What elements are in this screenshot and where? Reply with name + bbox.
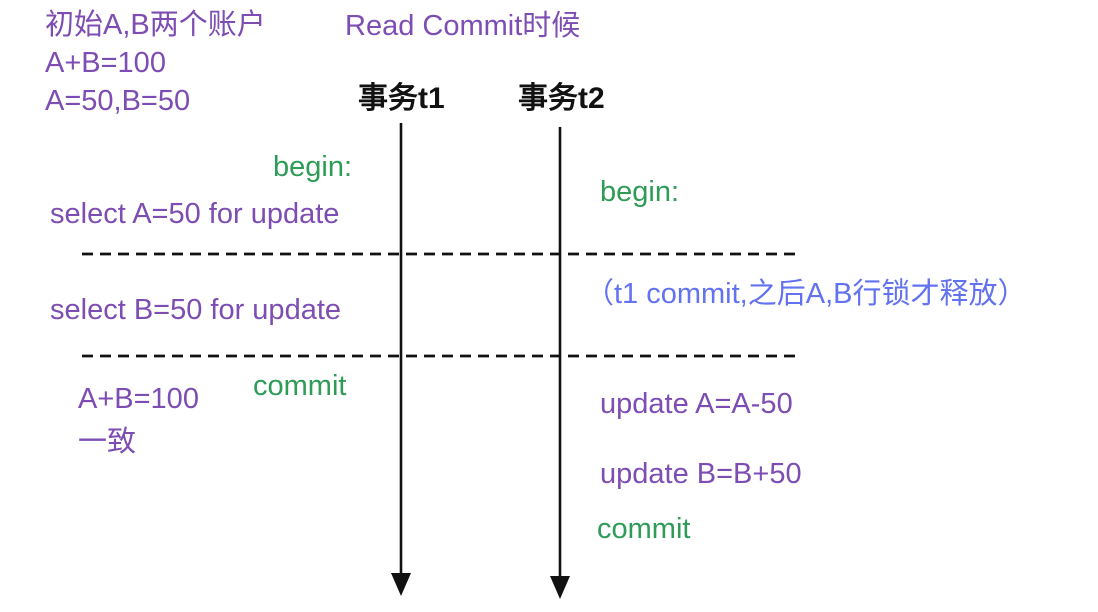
timeline-t2-label: 事务t2 [518,82,605,115]
initial-note-line-3: A=50,B=50 [45,85,191,117]
initial-note-line-2: A+B=100 [45,47,166,79]
isolation-level-title: Read Commit时候 [345,10,581,42]
timeline-t1-label: 事务t1 [358,82,445,115]
t1-result-line-1: A+B=100 [78,383,199,415]
t1-select-a-statement: select A=50 for update [50,198,340,230]
initial-accounts-note: 初始A,B两个账户 A+B=100 A=50,B=50 [45,6,266,120]
t2-begin-statement: begin: [600,176,680,208]
t2-commit-statement: commit [597,513,691,545]
initial-note-line-1: 初始A,B两个账户 [45,9,266,41]
timeline-t2-arrowhead-icon [550,576,570,599]
t1-select-b-statement: select B=50 for update [50,294,342,326]
timeline-t1-arrowhead-icon [391,573,411,596]
t1-begin-statement: begin: [273,151,353,183]
t2-lock-release-note: （t1 commit,之后A,B行锁才释放） [585,278,1027,310]
t2-update-a-statement: update A=A-50 [600,388,793,420]
t2-update-b-statement: update B=B+50 [600,458,802,490]
t1-commit-statement: commit [253,370,347,402]
t1-result-line-2: 一致 [78,426,137,458]
